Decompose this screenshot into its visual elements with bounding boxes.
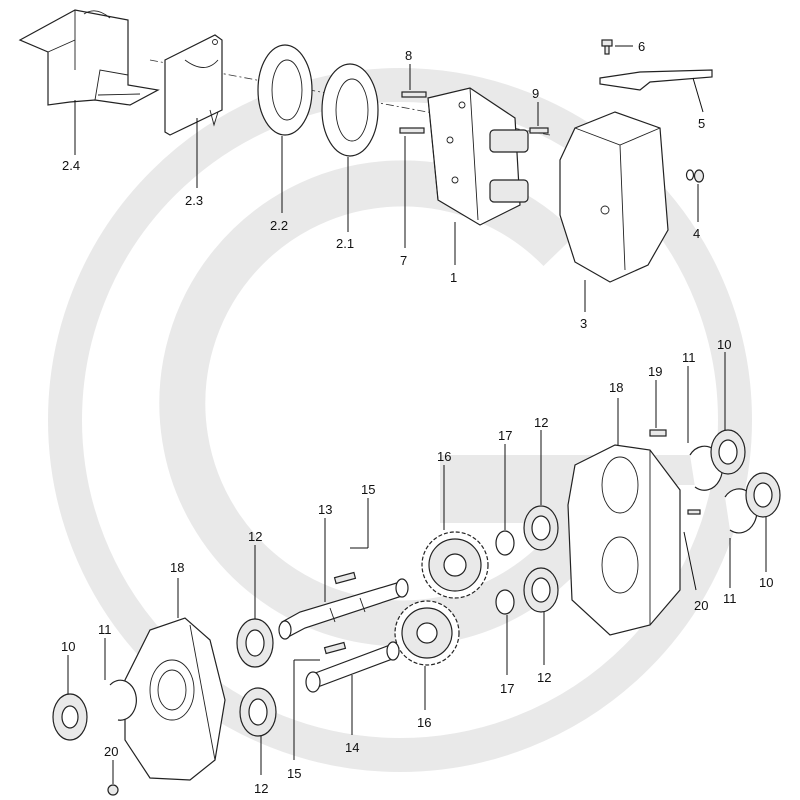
label-10c: 10 (61, 639, 75, 654)
cover-plate-part (164, 34, 223, 136)
key-bottom-part (323, 641, 347, 655)
label-19: 19 (648, 364, 662, 379)
mounting-strap-part (599, 69, 713, 91)
label-12d: 12 (254, 781, 268, 796)
label-4: 4 (693, 226, 700, 241)
octagonal-guard-part (559, 111, 669, 283)
bolt-9-part (529, 127, 549, 134)
label-20b: 20 (104, 744, 118, 759)
label-3: 3 (580, 316, 587, 331)
gear-bottom-part (394, 600, 460, 666)
bearing-left-bottom-part (239, 687, 277, 737)
label-2-4: 2.4 (62, 158, 80, 173)
label-5: 5 (698, 116, 705, 131)
label-16a: 16 (437, 449, 451, 464)
label-14: 14 (345, 740, 359, 755)
label-11a: 11 (682, 350, 696, 365)
circlip-left-part (109, 679, 137, 721)
pin-20-right-part (687, 509, 701, 515)
label-10a: 10 (717, 337, 731, 352)
label-10b: 10 (759, 575, 773, 590)
input-shaft-part (278, 578, 409, 640)
spacer-top-part (495, 530, 515, 556)
mounting-bracket-part (18, 9, 160, 106)
gasket-large-part (257, 44, 313, 136)
gear-top-part (421, 531, 489, 599)
label-18b: 18 (170, 560, 184, 575)
bearing-right-bottom-part (523, 567, 559, 613)
plug-20-left-part (107, 784, 119, 796)
gearbox-housing-part (427, 87, 529, 226)
label-2-3: 2.3 (185, 193, 203, 208)
label-12c: 12 (537, 670, 551, 685)
bearing-right-top-part (523, 505, 559, 551)
right-housing-part (567, 444, 681, 636)
label-17a: 17 (498, 428, 512, 443)
output-shaft-part (305, 641, 400, 693)
bearing-left-top-part (236, 618, 274, 668)
label-16b: 16 (417, 715, 431, 730)
oil-seal-left-part (52, 693, 88, 741)
oil-seal-bottom-part (745, 472, 781, 518)
label-12b: 12 (248, 529, 262, 544)
label-7: 7 (400, 253, 407, 268)
key-top-part (333, 571, 357, 585)
leader-5 (692, 77, 704, 113)
gasket-small-part (321, 63, 379, 157)
label-13: 13 (318, 502, 332, 517)
label-12a: 12 (534, 415, 548, 430)
stud-bolts-part (399, 91, 427, 134)
label-1: 1 (450, 270, 457, 285)
oil-seal-top-part (710, 429, 746, 475)
nut-washer-part (685, 169, 705, 183)
label-15a: 15 (361, 482, 375, 497)
label-8: 8 (405, 48, 412, 63)
label-6: 6 (638, 39, 645, 54)
label-2-2: 2.2 (270, 218, 288, 233)
watermark-logo (48, 68, 752, 772)
left-housing-part (124, 617, 226, 781)
bolt-19-part (649, 429, 667, 437)
label-11c: 11 (723, 591, 737, 606)
label-11b: 11 (98, 622, 112, 637)
label-2-1: 2.1 (336, 236, 354, 251)
spacer-bottom-part (495, 589, 515, 615)
screw-6-part (601, 39, 613, 55)
label-15b: 15 (287, 766, 301, 781)
label-9: 9 (532, 86, 539, 101)
label-20a: 20 (694, 598, 708, 613)
label-18a: 18 (609, 380, 623, 395)
label-17b: 17 (500, 681, 514, 696)
leader-20a (683, 531, 697, 591)
